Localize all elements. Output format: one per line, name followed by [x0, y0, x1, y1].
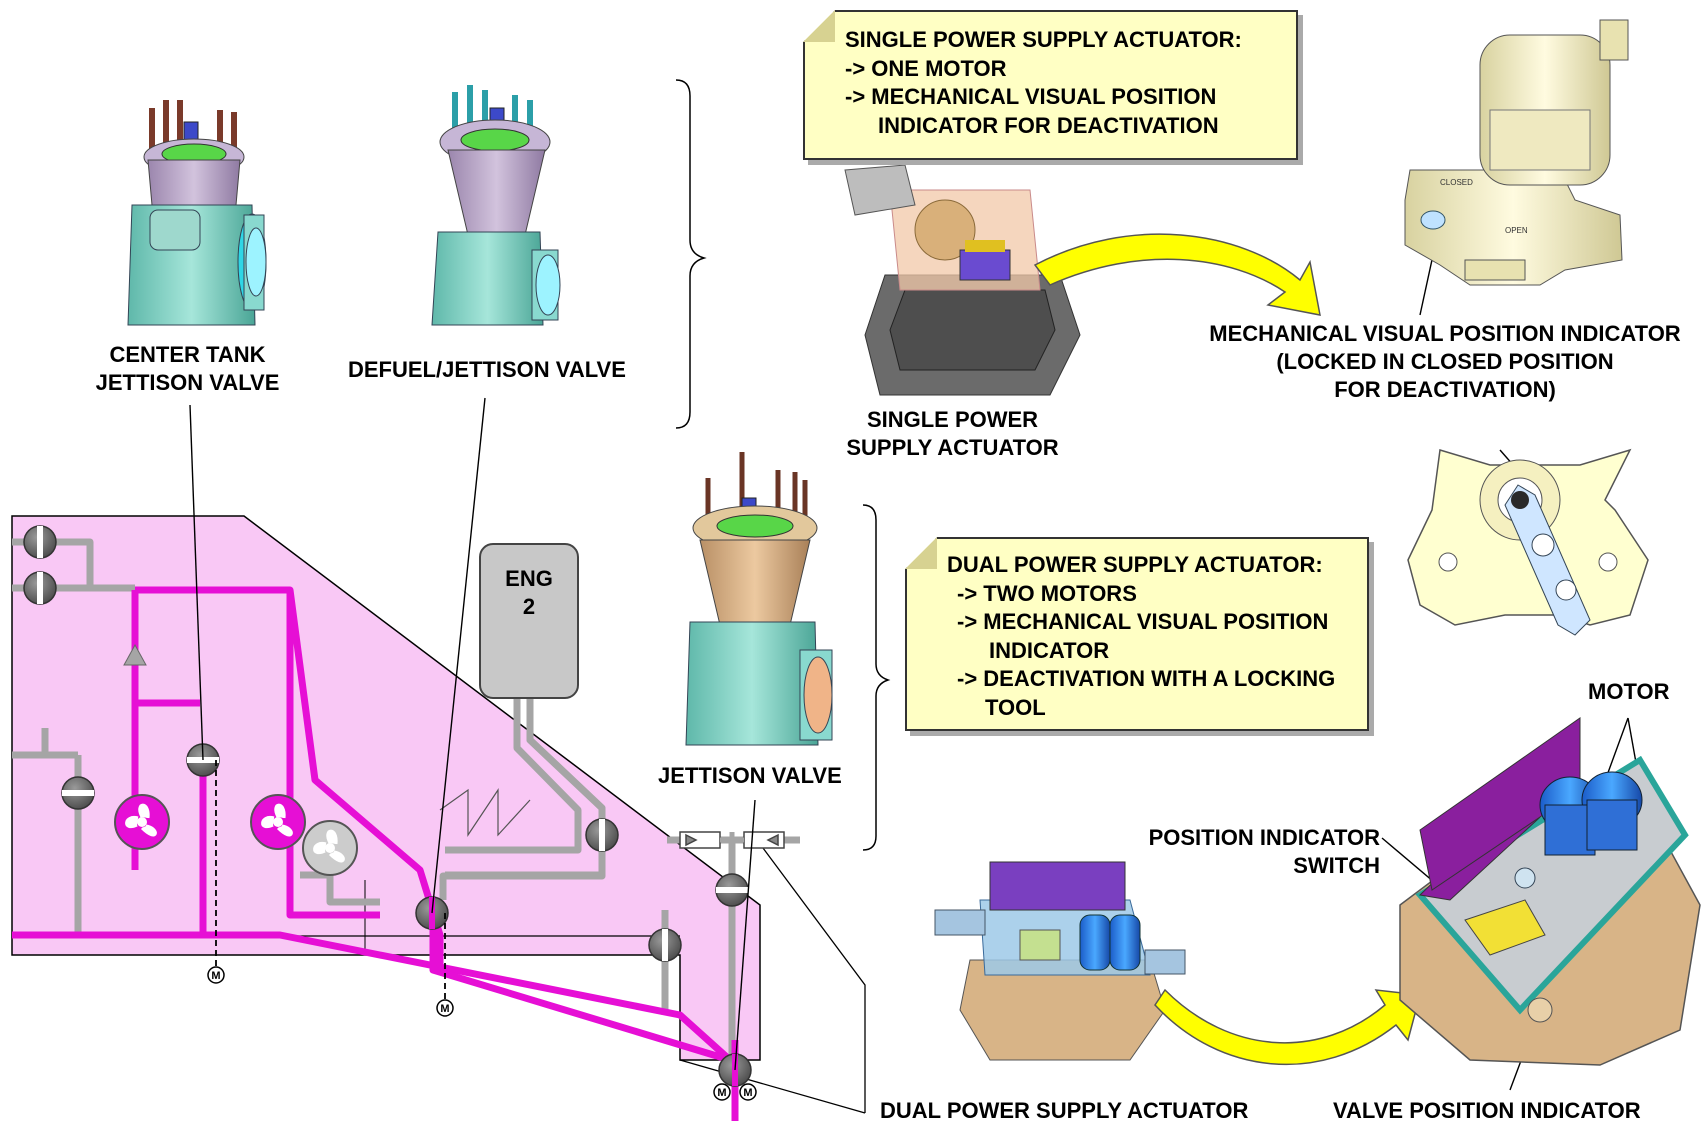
motor-symbol-4: M: [739, 1083, 757, 1101]
engine-label: ENG: [505, 566, 553, 591]
tank-boundary-line: [756, 839, 866, 1113]
magenta-fuel-lines: [12, 586, 739, 1121]
single-note-line-3: INDICATOR FOR DEACTIVATION: [878, 112, 1219, 138]
mechanical-indicator-label: MECHANICAL VISUAL POSITION INDICATOR (LO…: [1209, 321, 1681, 402]
single-note-line-2: -> MECHANICAL VISUAL POSITION: [845, 84, 1217, 109]
jettison-valve-illustration: [685, 452, 833, 746]
dual-note-title: DUAL POWER SUPPLY ACTUATOR:: [947, 552, 1323, 577]
motor-label: MOTOR: [1588, 679, 1670, 704]
single-note-line-1: -> ONE MOTOR: [845, 55, 1007, 81]
dual-actuator-arrow: [1154, 988, 1421, 1066]
dual-note-line-1: -> TWO MOTORS: [957, 580, 1137, 606]
motor-symbol-3: M: [713, 1083, 731, 1101]
dual-actuator-note: DUAL POWER SUPPLY ACTUATOR: -> TWO MOTOR…: [905, 537, 1369, 731]
defuel-valve-illustration: [431, 85, 561, 326]
svg-text:M: M: [743, 1087, 752, 1099]
closed-marking: CLOSED: [1440, 178, 1473, 187]
defuel-valve-label: DEFUEL/JETTISON VALVE: [348, 357, 626, 382]
jettison-valve-label: JETTISON VALVE: [658, 763, 842, 788]
open-marking: OPEN: [1505, 226, 1528, 235]
engine-2-box: ENG 2: [479, 543, 579, 699]
locking-tool-illustration: [1407, 448, 1649, 636]
valve-position-indicator-label: VALVE POSITION INDICATOR: [1333, 1098, 1641, 1121]
engine-number: 2: [522, 594, 536, 619]
position-indicator-switch-label: POSITION INDICATOR SWITCH: [1148, 825, 1380, 878]
single-actuator-label: SINGLE POWER SUPPLY ACTUATOR: [846, 407, 1059, 460]
ball-valves: [23, 525, 752, 1087]
svg-text:M: M: [211, 970, 220, 982]
pump-2: [250, 794, 306, 850]
center-tank-valve-illustration: [127, 100, 267, 326]
dual-note-line-5: TOOL: [985, 694, 1046, 720]
tank-outline: [11, 515, 761, 1061]
dual-note-line-3: INDICATOR: [989, 637, 1110, 663]
pump-1: [114, 794, 170, 850]
mechanical-indicator-illustration: CLOSED OPEN: [1404, 19, 1629, 286]
dual-note-line-2: -> MECHANICAL VISUAL POSITION: [957, 609, 1329, 634]
lower-brace: [862, 504, 891, 851]
single-actuator-illustration: [844, 164, 1081, 396]
center-tank-valve-label: CENTER TANK JETTISON VALVE: [95, 342, 280, 395]
single-actuator-arrow: [1033, 233, 1321, 316]
jettison-nozzle: [679, 831, 785, 849]
grey-fuel-lines: [12, 538, 800, 1065]
svg-text:M: M: [440, 1003, 449, 1015]
motor-symbol-1: M: [207, 966, 225, 984]
dual-actuator-illustration: [934, 861, 1186, 1061]
upper-brace: [675, 79, 707, 429]
check-valve-arrow: [123, 643, 147, 666]
svg-text:M: M: [717, 1087, 726, 1099]
motor-symbols: M M M M: [207, 966, 757, 1101]
single-actuator-note: SINGLE POWER SUPPLY ACTUATOR: -> ONE MOT…: [803, 10, 1298, 160]
dual-note-line-4: -> DEACTIVATION WITH A LOCKING: [957, 666, 1336, 691]
dual-actuator-detail-illustration: [1399, 717, 1701, 1066]
pump-3: [302, 820, 358, 876]
dual-actuator-label: DUAL POWER SUPPLY ACTUATOR: [880, 1098, 1249, 1121]
motor-symbol-2: M: [436, 999, 454, 1017]
single-note-title: SINGLE POWER SUPPLY ACTUATOR:: [845, 27, 1242, 52]
